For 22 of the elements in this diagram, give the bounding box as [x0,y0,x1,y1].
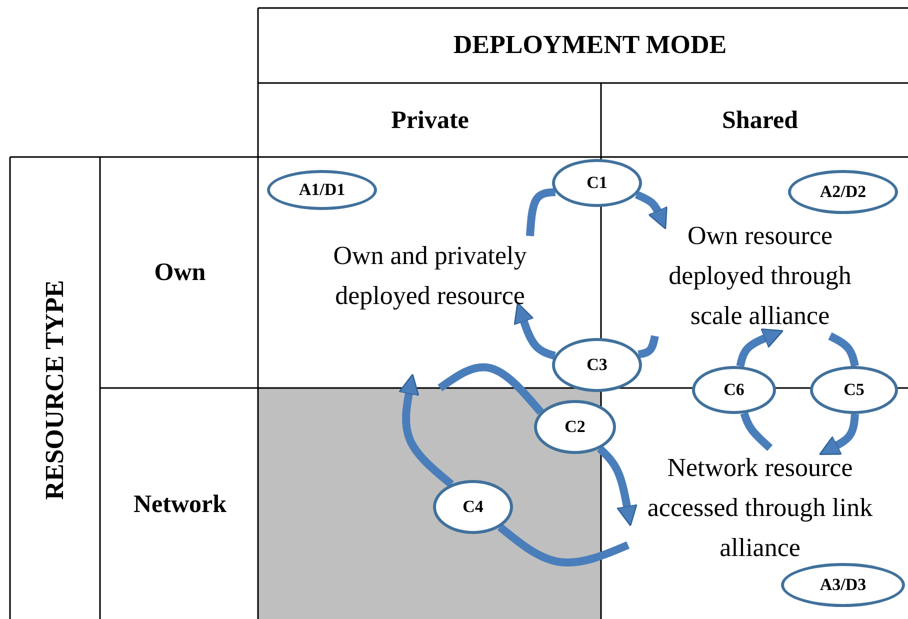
column-header: Own [154,259,206,287]
curved-arrow [514,302,556,360]
label-ellipse: C4 [433,480,513,534]
quadrant-text: Own and privately deployed resource [300,236,560,316]
column-header: Private [391,107,469,135]
label-ellipse: C6 [692,366,776,414]
curved-arrow [736,328,784,368]
column-header: Network [133,491,227,519]
column-header: Shared [722,107,798,135]
label-ellipse: A3/D3 [781,563,905,607]
label-ellipse: A1/D1 [267,170,377,210]
quadrant-text: Own resource deployed through scale alliance [650,216,870,336]
label-ellipse: A2/D2 [788,170,898,214]
curved-arrow [596,446,638,526]
label-ellipse: C1 [552,159,642,207]
axis-heading: RESOURCE TYPE [40,280,70,500]
label-ellipse: C3 [552,338,642,392]
label-ellipse: C5 [810,366,898,414]
axis-heading: DEPLOYMENT MODE [453,30,727,60]
shaded-cell [258,388,601,619]
curved-arrow [398,374,454,488]
curved-arrow [634,190,668,230]
